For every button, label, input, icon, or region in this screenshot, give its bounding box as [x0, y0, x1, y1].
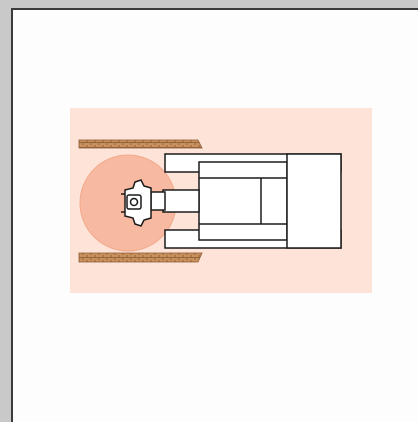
roadheader-cutter-head-icon — [121, 179, 152, 227]
tunneling-machine-diagram — [70, 108, 372, 293]
upper-tunnel-wall — [78, 139, 203, 149]
lower-tunnel-wall — [78, 252, 203, 263]
machine-body — [150, 153, 342, 249]
diagram-panel — [11, 8, 418, 422]
